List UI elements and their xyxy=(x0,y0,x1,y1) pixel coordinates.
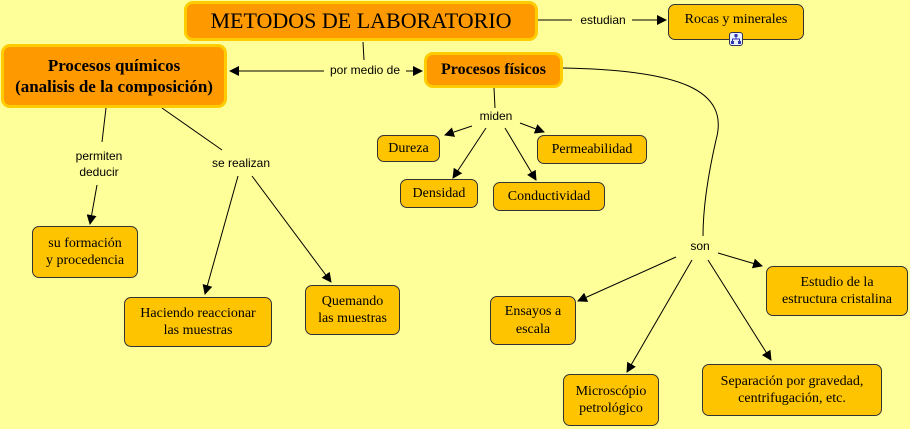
link-label-estudian: estudian xyxy=(574,13,632,29)
node-metodos-text: METODOS DE LABORATORIO xyxy=(210,8,512,34)
node-estudio-line1: Estudio de la xyxy=(800,274,874,290)
node-dureza-text: Dureza xyxy=(388,140,429,156)
arrow-miden-dureza xyxy=(444,125,473,137)
node-permeabilidad[interactable]: Permeabilidad xyxy=(537,135,647,164)
node-estudio-estructura[interactable]: Estudio de la estructura cristalina xyxy=(766,266,908,316)
node-haciendo-line2: las muestras xyxy=(163,323,233,338)
node-conductividad[interactable]: Conductividad xyxy=(493,182,605,211)
node-quemando-line2: las muestras xyxy=(318,311,387,326)
node-rocas-text: Rocas y minerales xyxy=(684,12,788,27)
node-procesos-fisicos[interactable]: Procesos físicos xyxy=(424,52,563,88)
node-fisicos-text: Procesos físicos xyxy=(440,61,546,78)
node-dureza[interactable]: Dureza xyxy=(377,135,440,162)
arrow-serealizan-haciendo xyxy=(202,175,239,295)
node-formacion-line1: su formación xyxy=(48,235,122,251)
node-microscopio-line2: petrológico xyxy=(579,401,643,416)
node-formacion-line2: y procedencia xyxy=(45,253,125,268)
node-conductividad-text: Conductividad xyxy=(507,188,591,204)
line-quimicos-serealizan xyxy=(161,107,223,151)
link-label-permiten-line2: deducir xyxy=(79,164,119,179)
node-ensayos-line2: escala xyxy=(515,321,551,337)
line-metodos-pormedio xyxy=(362,41,365,61)
line-fisicos-miden xyxy=(493,87,496,109)
link-label-por-medio-de: por medio de xyxy=(324,63,406,79)
node-metodos-de-laboratorio[interactable]: METODOS DE LABORATORIO xyxy=(184,1,538,41)
line-quimicos-permiten xyxy=(101,107,107,143)
arrow-miden-permeabilidad xyxy=(519,122,545,134)
link-label-son: son xyxy=(686,239,714,255)
arrow-son-microscopio xyxy=(626,259,693,373)
node-quemando-line1: Quemando xyxy=(321,293,384,309)
node-quimicos-line1: Procesos químicos xyxy=(47,55,181,75)
arrow-miden-conductividad xyxy=(504,127,537,181)
node-ensayos-line1: Ensayos a xyxy=(504,304,562,319)
link-label-permiten-line1: permiten xyxy=(75,149,123,163)
arrow-son-separacion xyxy=(707,259,772,361)
node-separacion[interactable]: Separación por gravedad, centrifugación,… xyxy=(702,364,882,416)
arrow-miden-densidad xyxy=(452,127,487,179)
arrow-son-ensayos xyxy=(577,256,677,302)
node-estudio-line2: estructura cristalina xyxy=(781,292,892,307)
node-microscopio-line1: Microscópio xyxy=(575,383,647,399)
node-densidad[interactable]: Densidad xyxy=(400,179,478,208)
node-permeabilidad-text: Permeabilidad xyxy=(551,141,633,157)
node-su-formacion[interactable]: su formación y procedencia xyxy=(32,226,138,278)
node-quemando[interactable]: Quemando las muestras xyxy=(305,285,400,335)
concept-map-icon[interactable] xyxy=(729,32,743,46)
arrow-serealizan-quemando xyxy=(251,175,332,283)
arrow-permiten-formacion xyxy=(86,184,98,225)
node-separacion-line1: Separación por gravedad, xyxy=(720,373,864,389)
arrow-son-estudio xyxy=(717,252,763,269)
node-haciendo-line1: Haciendo reaccionar xyxy=(140,305,256,321)
node-densidad-text: Densidad xyxy=(412,185,466,201)
node-haciendo-reaccionar[interactable]: Haciendo reaccionar las muestras xyxy=(124,297,272,347)
node-ensayos-a-escala[interactable]: Ensayos a escala xyxy=(490,296,576,345)
node-quimicos-line2: (analisis de la composición) xyxy=(15,77,213,96)
link-label-miden: miden xyxy=(474,109,518,125)
line-fisicos-son xyxy=(562,67,719,237)
node-procesos-quimicos[interactable]: Procesos químicos (analisis de la compos… xyxy=(1,44,227,108)
link-label-permiten-deducir: permiten deducir xyxy=(68,149,130,181)
node-separacion-line2: centrifugación, etc. xyxy=(738,391,846,406)
link-label-se-realizan: se realizan xyxy=(206,156,276,172)
node-microscopio[interactable]: Microscópio petrológico xyxy=(563,374,659,426)
